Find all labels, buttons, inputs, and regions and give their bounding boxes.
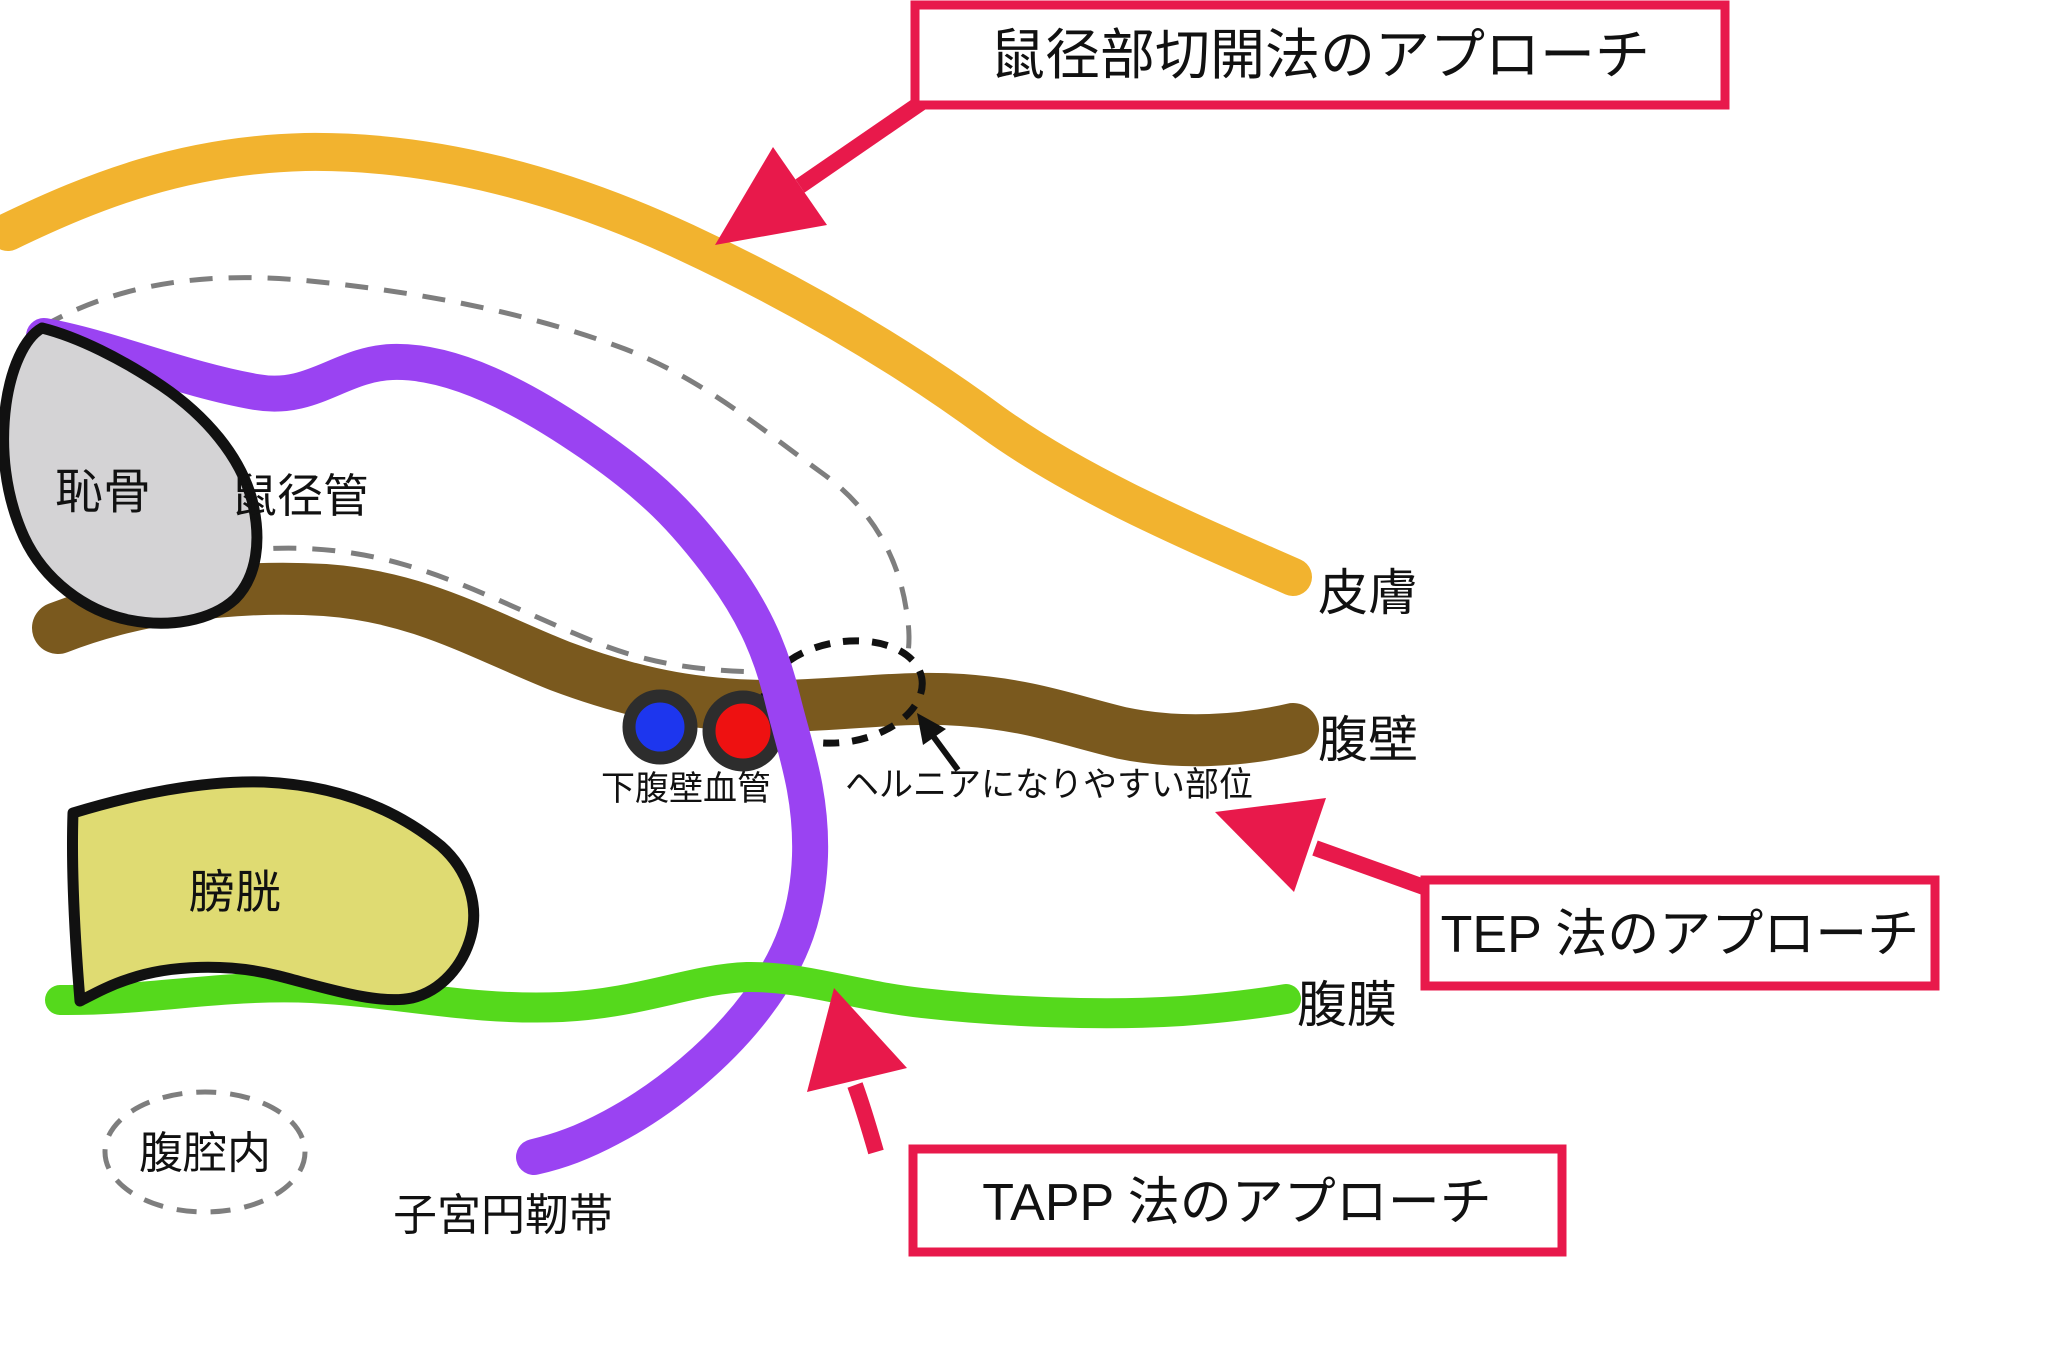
tapp-box-label: TAPP 法のアプローチ: [982, 1174, 1491, 1232]
inguinal-incision-arrow: [715, 93, 930, 245]
inguinal-incision-box: 鼠径部切開法のアプローチ: [910, 0, 1730, 110]
inguinal-canal-dashed-lower: [195, 545, 761, 675]
vein-dot: [622, 689, 698, 765]
intra-abdominal-dashed-ellipse: [102, 1089, 308, 1215]
label-bladder: 膀胱: [189, 866, 281, 918]
label-skin: 皮膚: [1318, 565, 1418, 621]
tep-box: TEP 法のアプローチ: [1420, 875, 1940, 991]
tep-arrow: [1215, 798, 1435, 898]
label-abdominal-wall: 腹壁: [1318, 712, 1418, 768]
pubic-bone-shape: [0, 322, 263, 629]
label-peritoneum: 腹膜: [1297, 977, 1397, 1033]
tapp-arrow: [807, 988, 907, 1155]
tep-box-label: TEP 法のアプローチ: [1441, 906, 1920, 964]
bladder-shape: [66, 776, 480, 1007]
hernia-site-pointer-arrow: [917, 713, 961, 772]
peritoneum-band: [45, 961, 1301, 1029]
label-inguinal-canal: 鼠径管: [231, 470, 369, 522]
inguinal-canal-dashed-upper: [40, 275, 912, 663]
tapp-box: TAPP 法のアプローチ: [908, 1144, 1567, 1257]
label-hernia-site: ヘルニアになりやすい部位: [845, 766, 1253, 804]
label-epigastric-vessels: 下腹壁血管: [601, 770, 771, 808]
round-ligament-band: [26, 318, 829, 1175]
label-pubic-bone: 恥骨: [55, 466, 151, 519]
label-round-ligament: 子宮円靭帯: [393, 1191, 613, 1240]
label-intra-abdominal: 腹腔内: [139, 1129, 271, 1178]
inguinal-incision-box-label: 鼠径部切開法のアプローチ: [990, 24, 1650, 86]
skin-band: [0, 132, 1312, 596]
